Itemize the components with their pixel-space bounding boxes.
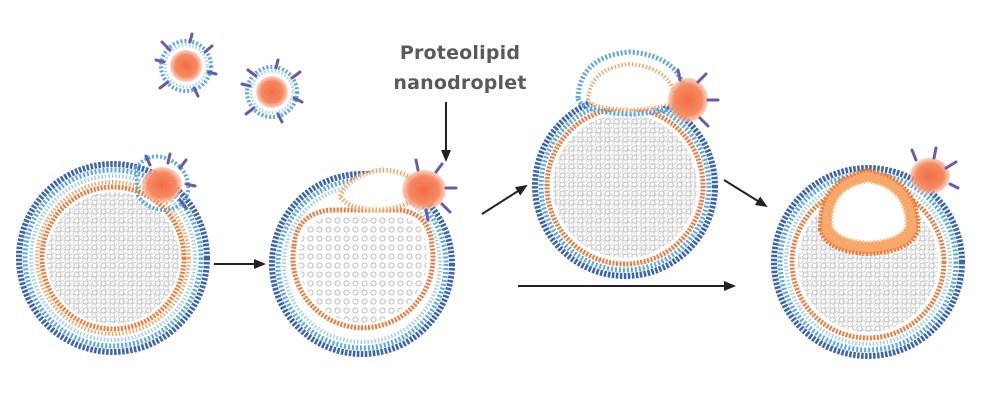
cell-stage-2	[269, 158, 458, 357]
label-line-2: nanodroplet	[393, 72, 527, 94]
nanodroplet-small-2	[240, 58, 304, 124]
cell-stage-1	[16, 152, 210, 355]
arrows	[214, 102, 768, 291]
nanodroplet-label: Proteolipid nanodroplet	[360, 38, 560, 98]
cell-stage-3	[532, 49, 720, 279]
nanodroplet-small-1	[154, 32, 218, 98]
cell-stage-4	[771, 146, 965, 359]
label-line-1: Proteolipid	[399, 42, 521, 64]
arrow-stage3-to-4	[723, 179, 768, 208]
arrow-stage2-to-3	[481, 184, 528, 215]
